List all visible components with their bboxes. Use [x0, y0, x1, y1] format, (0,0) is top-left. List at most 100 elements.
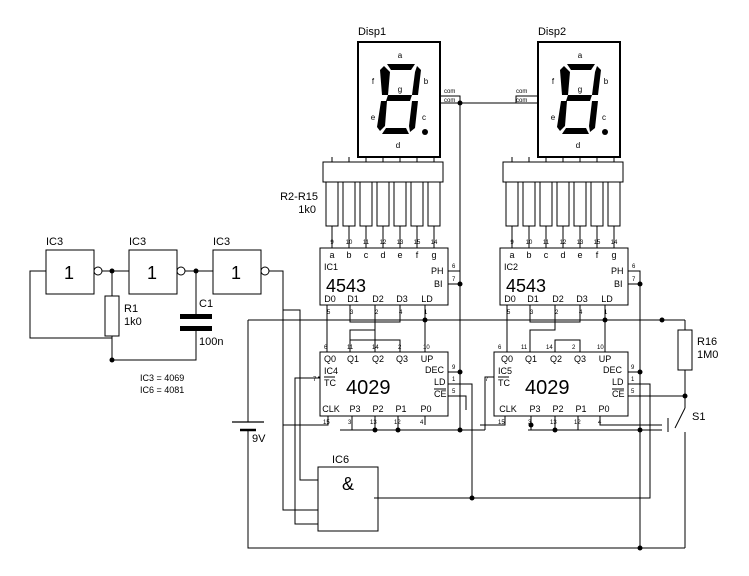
- ic2-pin-label: LD: [601, 294, 613, 304]
- ic1-pin-label: D1: [347, 294, 359, 304]
- ic4-pin-label: Q3: [396, 354, 408, 364]
- ic4-dec-label: DEC: [425, 365, 445, 375]
- ic5-pin-num: 15: [498, 420, 505, 426]
- ic1-pin-label: a: [329, 250, 334, 260]
- ic1-pin-num: 12: [380, 240, 387, 246]
- ic1-bi-label: BI: [434, 279, 443, 289]
- inverter-3-name: IC3: [213, 236, 230, 248]
- counter-to-decoder-wiring: [326, 305, 581, 352]
- ic2-pin-num: 6: [632, 264, 636, 270]
- ic5-pin-label: CLK: [499, 404, 517, 414]
- ic2-pin-num: 4: [579, 310, 583, 316]
- r16-name: R16: [697, 336, 717, 348]
- ic2-pin-num: 10: [526, 240, 533, 246]
- r16-body: [677, 329, 693, 371]
- ic4-pin-num: 14: [372, 345, 379, 351]
- ic5-part: 4029: [525, 377, 570, 399]
- ic1-pin-num: 6: [452, 264, 456, 270]
- ic4-pin-label: P1: [395, 404, 406, 414]
- ic4-ce-label: CE: [434, 389, 447, 399]
- counter-ic5: 6 11 14 2 10 Q0 Q1 Q2 Q3 UP IC5 4029 TC …: [485, 345, 635, 426]
- display-1-seg-d-label: d: [396, 141, 400, 150]
- ic2-pin-label: c: [544, 250, 549, 260]
- display-2-seg-f-label: f: [552, 77, 555, 86]
- ic1-pin-num: 2: [375, 310, 379, 316]
- ic2-pin-label: d: [560, 250, 565, 260]
- ic5-pin-label: P1: [575, 404, 586, 414]
- junction-dot: [457, 100, 463, 106]
- ic1-pin-num: 5: [327, 310, 331, 316]
- display-1-seg-f-label: f: [372, 77, 375, 86]
- display-2-com-1-label: com: [516, 89, 527, 95]
- c1-value: 100n: [199, 336, 223, 348]
- ic2-pin-num: 5: [507, 310, 511, 316]
- ic4-pin-label: P0: [420, 404, 431, 414]
- ic5-pin-num: 10: [597, 345, 604, 351]
- ic4-tc-label: TC: [324, 378, 336, 388]
- ic2-pin-num: 9: [510, 240, 514, 246]
- ic1-pin-num: 4: [399, 310, 403, 316]
- ic1-pin-num: 14: [431, 240, 438, 246]
- c1-plate-1: [180, 314, 212, 319]
- display-1-seg-d: [382, 128, 409, 134]
- oscillator: IC3 1 IC3 1 IC3 1 R1 1k0 C1 100n: [29, 236, 284, 363]
- ic4-pin-label: Q2: [372, 354, 384, 364]
- ic4-name: IC4: [324, 366, 338, 376]
- display-1-seg-b: [412, 66, 421, 95]
- inverter-1-symbol: 1: [64, 263, 74, 283]
- ic1-pin-num: 11: [363, 240, 370, 246]
- ic2-pin-label: g: [611, 250, 616, 260]
- ic2-pin-num: 1: [604, 310, 608, 316]
- ic2-pin-label: D1: [527, 294, 539, 304]
- ic1-pin-label: b: [346, 250, 351, 260]
- ic2-pin-label: b: [526, 250, 531, 260]
- display-1-seg-a-label: a: [398, 51, 403, 60]
- ic5-pin-label: Q1: [525, 354, 537, 364]
- display-2-seg-g-label: g: [578, 85, 582, 94]
- ic5-pin-num: 14: [546, 345, 553, 351]
- ic1-ph-label: PH: [431, 266, 444, 276]
- ic5-pin-num: 2: [572, 345, 576, 351]
- ic2-part: 4543: [506, 276, 546, 296]
- ic2-pin-num: 7: [632, 277, 636, 283]
- display-2-seg-a-label: a: [578, 51, 583, 60]
- ic4-pin-num: 9: [452, 365, 456, 371]
- display-2-seg-c-label: c: [602, 113, 606, 122]
- ic1-pin-label: g: [431, 250, 436, 260]
- display-1-label: Disp1: [358, 26, 386, 38]
- display-1-seg-c: [409, 101, 418, 132]
- display-1-com-2-label: com: [444, 98, 455, 104]
- ic1-part: 4543: [326, 276, 366, 296]
- ic1-pin-num: 9: [330, 240, 334, 246]
- ic4-pin-num: 15: [323, 420, 330, 426]
- ic5-pin-num: 5: [631, 389, 635, 395]
- ic4-pin-num: 7: [313, 377, 317, 383]
- ic5-pin-num: 9: [631, 365, 635, 371]
- ic2-pin-num: 2: [555, 310, 559, 316]
- display-2-seg-b-label: b: [604, 77, 609, 86]
- ic4-pin-num: 3: [348, 420, 352, 426]
- display-1-seg-f: [380, 66, 390, 95]
- ic5-pin-label: P0: [598, 404, 609, 414]
- c1-name: C1: [199, 298, 213, 310]
- display-2-label: Disp2: [538, 26, 566, 38]
- display-2: Disp2 a b c d e f g com com: [516, 26, 621, 158]
- rails: [232, 305, 685, 551]
- ic5-pin-label: Q3: [574, 354, 586, 364]
- display-1-seg-g-label: g: [398, 85, 402, 94]
- ic1-pin-num: 13: [397, 240, 404, 246]
- ic5-pin-num: 11: [521, 345, 528, 351]
- display-2-com-2-label: com: [516, 98, 527, 104]
- ic1-pin-label: d: [380, 250, 385, 260]
- ic4-pin-label: UP: [421, 354, 434, 364]
- decoder-ic2: 9 10 11 12 13 15 14 a b c d e f g IC2 45…: [499, 240, 643, 548]
- ic4-pin-num: 10: [423, 345, 430, 351]
- display-1-seg-e: [377, 101, 387, 131]
- note-ic6: IC6 = 4081: [140, 385, 184, 395]
- display-2-seg-g: [566, 95, 592, 101]
- note-ic3: IC3 = 4069: [140, 373, 184, 383]
- ic5-ce-label: CE: [612, 389, 625, 399]
- ic4-pin-label: Q0: [324, 354, 336, 364]
- ic5-pin-label: P2: [552, 404, 563, 414]
- ic1-pin-label: D3: [396, 294, 408, 304]
